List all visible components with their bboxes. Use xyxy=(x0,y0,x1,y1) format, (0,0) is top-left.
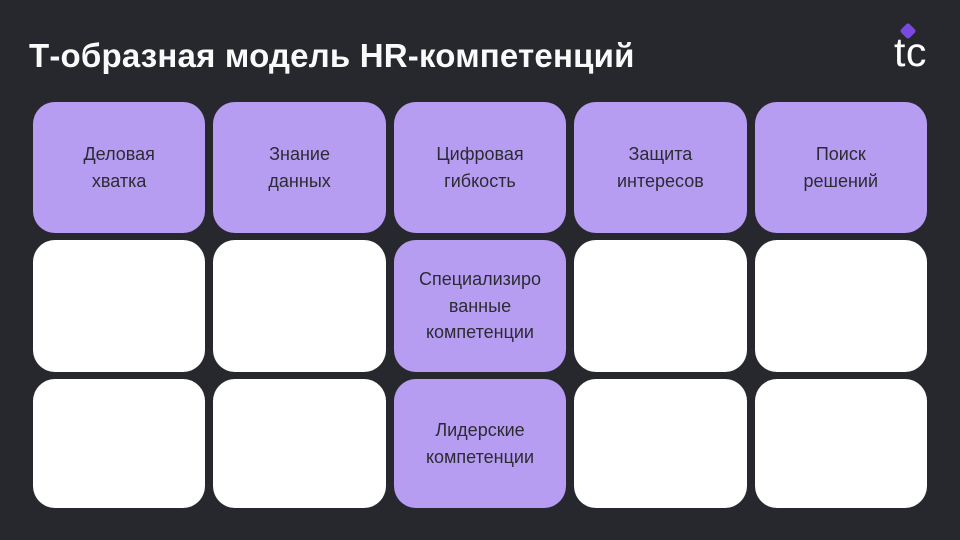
empty-card xyxy=(574,379,747,508)
empty-card xyxy=(213,379,386,508)
card-label: Защита интересов xyxy=(616,143,704,191)
empty-card xyxy=(213,240,386,372)
empty-card xyxy=(33,379,206,508)
empty-card xyxy=(754,240,927,372)
card-data-literacy: Знание данных xyxy=(213,102,386,233)
empty-card xyxy=(574,240,747,372)
competency-grid: Деловая хватка Знание данных Цифровая ги… xyxy=(33,102,927,508)
card-label: Знание данных xyxy=(268,143,331,191)
card-specialized-competencies: Специализиро ванные компетенции xyxy=(393,240,567,372)
card-leadership-competencies: Лидерские компетенции xyxy=(393,379,567,508)
card-label: Поиск решений xyxy=(803,143,879,191)
card-label: Специализиро ванные компетенции xyxy=(418,269,541,343)
empty-card xyxy=(754,379,927,508)
card-digital-agility: Цифровая гибкость xyxy=(393,102,567,233)
logo-text: tc xyxy=(894,29,927,75)
card-label: Лидерские компетенции xyxy=(425,419,535,467)
card-label: Деловая хватка xyxy=(83,143,155,191)
page-title: Т-образная модель HR-компетенций xyxy=(29,37,635,74)
empty-card xyxy=(33,240,206,372)
card-solution-seeking: Поиск решений xyxy=(754,102,927,233)
card-label: Цифровая гибкость xyxy=(436,143,524,191)
card-advocacy: Защита интересов xyxy=(574,102,747,233)
card-business-acumen: Деловая хватка xyxy=(33,102,206,233)
logo: tc xyxy=(894,10,940,75)
